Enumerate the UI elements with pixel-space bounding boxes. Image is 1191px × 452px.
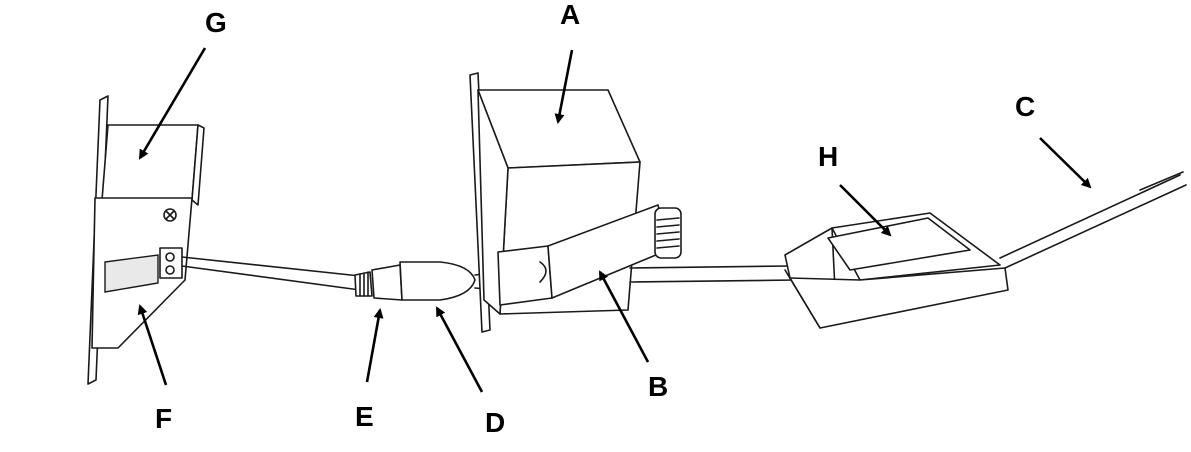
connecting-cable [181, 256, 361, 291]
output-wires [999, 171, 1187, 269]
arrow-h [839, 184, 892, 237]
part-labels: A B C D E F G H [155, 0, 1035, 438]
label-a: A [560, 0, 580, 30]
label-d: D [485, 407, 505, 438]
led-driver [784, 212, 1009, 329]
label-h: H [818, 141, 838, 172]
arrow-e [365, 308, 384, 383]
arrow-c [1039, 137, 1092, 189]
label-e: E [355, 401, 374, 432]
label-b: B [648, 371, 668, 402]
label-c: C [1015, 91, 1035, 122]
cable-connector [354, 261, 501, 301]
arrow-b [598, 270, 650, 363]
label-f: F [155, 403, 172, 434]
driver-cable [629, 265, 796, 283]
arrow-a [554, 49, 574, 124]
arrow-f [137, 304, 168, 386]
label-g: G [205, 7, 227, 38]
arrow-g [138, 47, 207, 160]
central-fixture [469, 72, 682, 333]
arrow-d [435, 306, 484, 393]
leader-arrows [137, 47, 1092, 393]
left-wall-fixture [87, 95, 205, 385]
